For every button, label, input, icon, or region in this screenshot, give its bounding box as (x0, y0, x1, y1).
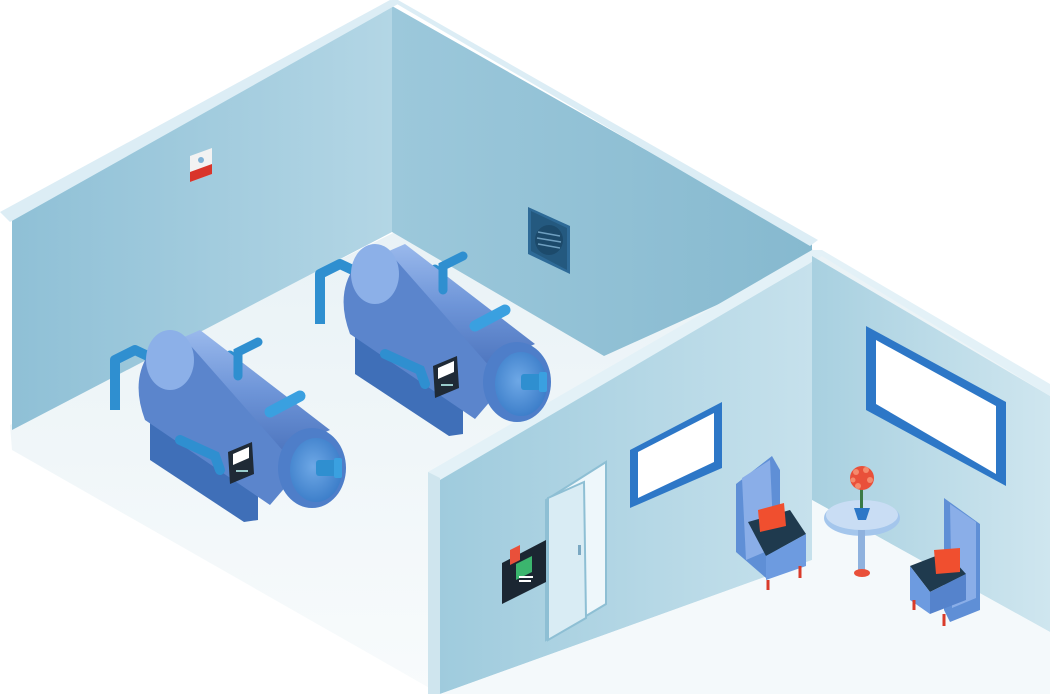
partition-edge (428, 472, 440, 694)
